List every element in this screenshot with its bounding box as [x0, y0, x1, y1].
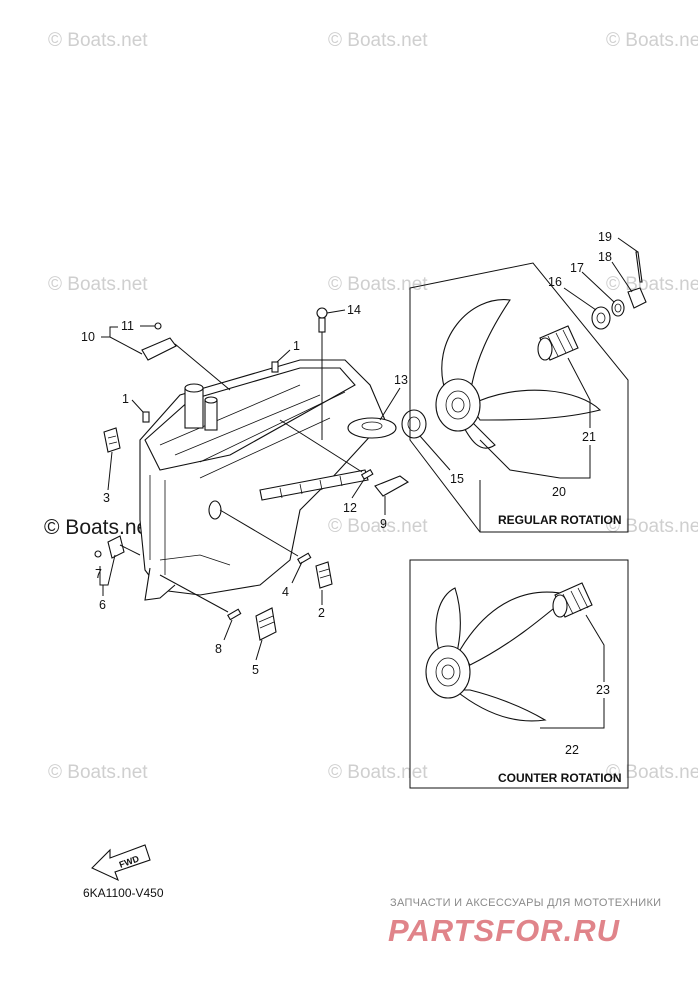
clip-part-3	[103, 427, 121, 453]
watermark: © Boats.net	[48, 30, 148, 51]
washer-part-17	[611, 299, 625, 317]
bolt-part-11	[154, 322, 162, 330]
callout-3: 3	[103, 491, 110, 505]
lower-casing	[139, 359, 386, 601]
fwd-arrow: FWD	[91, 844, 151, 882]
watermark: © Boats.net	[328, 516, 428, 537]
watermark: © Boats.net	[328, 762, 428, 783]
callout-8: 8	[215, 642, 222, 656]
watermark: © Boats.net	[606, 274, 698, 295]
footer-brand-logo: PARTSFOR.RU	[388, 913, 621, 948]
bolt-part-4	[297, 552, 312, 565]
watermark: © Boats.net	[48, 762, 148, 783]
callout-5: 5	[252, 663, 259, 677]
disk-part-13	[347, 417, 397, 439]
watermark: © Boats.net	[328, 30, 428, 51]
plate-part-10	[141, 337, 177, 361]
callout-14: 14	[347, 303, 361, 317]
bolt-part-8	[227, 608, 242, 621]
bushing-part-21	[537, 325, 579, 361]
callout-19: 19	[598, 230, 612, 244]
pin-part-1	[271, 361, 279, 373]
callouts: 1 1 2 3 4 5 6 7 8 9 10 11 12 13 14 15 16…	[81, 230, 612, 757]
callout-7: 7	[95, 567, 102, 581]
thrust-washer-part-15	[401, 409, 427, 439]
callout-12: 12	[343, 501, 357, 515]
bolt-part-12	[360, 469, 374, 480]
counter-rotation-group: COUNTER ROTATION	[409, 559, 629, 789]
callout-16: 16	[548, 275, 562, 289]
watermark: © Boats.net	[606, 30, 698, 51]
callout-4: 4	[282, 585, 289, 599]
counter-rotation-label: COUNTER ROTATION	[498, 771, 622, 785]
watermark-large: © Boats.net	[44, 516, 154, 539]
callout-2: 2	[318, 606, 325, 620]
footer-tagline: ЗАПЧАСТИ И АКСЕССУАРЫ ДЛЯ МОТОТЕХНИКИ	[390, 897, 661, 909]
washer-part-16	[591, 306, 611, 330]
regular-rotation-label: REGULAR ROTATION	[498, 513, 622, 527]
callout-22: 22	[565, 743, 579, 757]
watermark: © Boats.net	[48, 274, 148, 295]
small-parts	[94, 307, 427, 641]
bushing-part-23	[552, 582, 593, 618]
propeller-counter	[425, 587, 572, 722]
callout-1: 1	[293, 339, 300, 353]
diagram-code: 6KA1100-V450	[83, 886, 164, 900]
callout-21: 21	[582, 430, 596, 444]
grille-part-2	[315, 561, 333, 589]
propeller-regular	[435, 299, 602, 449]
callout-13: 13	[394, 373, 408, 387]
footer-branding: ЗАПЧАСТИ И АКСЕССУАРЫ ДЛЯ МОТОТЕХНИКИ PA…	[388, 897, 661, 948]
callout-9: 9	[380, 517, 387, 531]
watermark: © Boats.net	[606, 516, 698, 537]
callout-6: 6	[99, 598, 106, 612]
callout-1: 1	[122, 392, 129, 406]
bolt-part-7	[94, 550, 102, 558]
callout-20: 20	[552, 485, 566, 499]
callout-18: 18	[598, 250, 612, 264]
plate-part-9	[374, 475, 410, 497]
watermark: © Boats.net	[606, 762, 698, 783]
pin-part-1	[142, 411, 150, 423]
callout-11: 11	[121, 319, 134, 333]
bolt-part-14	[316, 307, 328, 319]
callout-23: 23	[596, 683, 610, 697]
callout-17: 17	[570, 261, 584, 275]
regular-rotation-group: REGULAR ROTATION	[409, 251, 647, 533]
callout-15: 15	[450, 472, 464, 486]
leader-lines	[99, 237, 639, 729]
plate-part-6	[107, 535, 125, 559]
callout-10: 10	[81, 330, 95, 344]
watermarks: © Boats.net © Boats.net © Boats.net © Bo…	[44, 30, 698, 783]
watermark: © Boats.net	[328, 274, 428, 295]
nut-part-18	[627, 287, 647, 309]
grille-part-5	[255, 607, 277, 641]
